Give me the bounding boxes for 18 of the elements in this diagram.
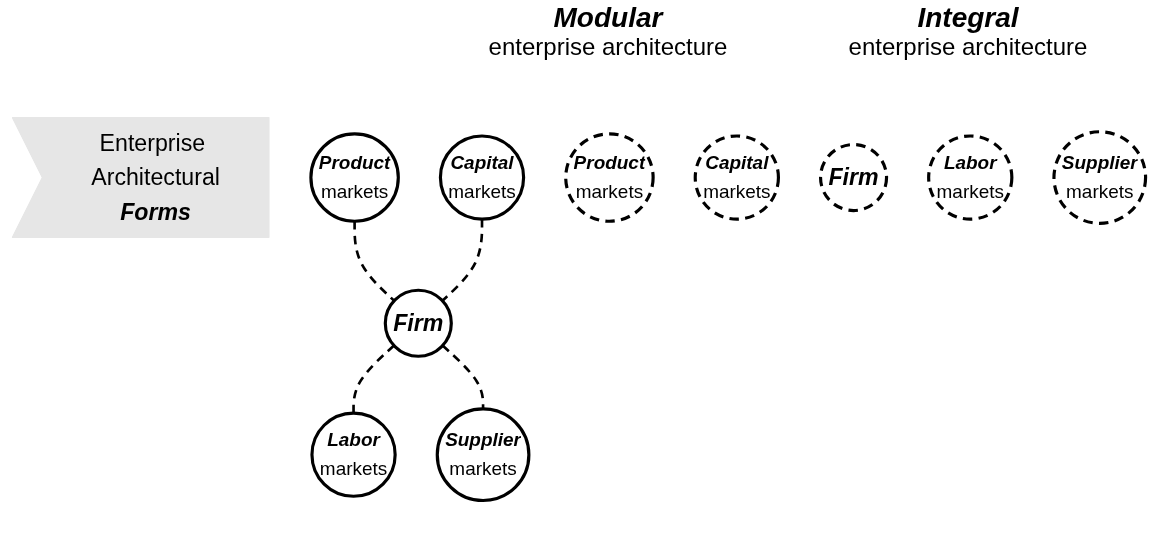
node-circle: Firm [383, 288, 453, 358]
node-circle: Product markets [564, 131, 655, 223]
heading: Modular [553, 4, 663, 32]
connector [353, 220, 396, 302]
node-circle: Labor markets [927, 133, 1014, 221]
connector [352, 344, 395, 413]
connector [441, 344, 485, 409]
node-circle: Capital markets [438, 133, 526, 221]
node-circle: Supplier markets [435, 406, 531, 502]
node-circle: Supplier markets [1052, 129, 1148, 225]
heading: Integral [917, 4, 1019, 32]
node-circle: Firm [818, 142, 889, 212]
node-circle: Capital markets [693, 133, 780, 221]
connector [441, 218, 484, 302]
subheading: enterprise architecture [488, 33, 728, 61]
node-circle: Product markets [309, 131, 400, 223]
node-circle: Labor markets [310, 411, 397, 498]
subheading: enterprise architecture [848, 33, 1088, 61]
